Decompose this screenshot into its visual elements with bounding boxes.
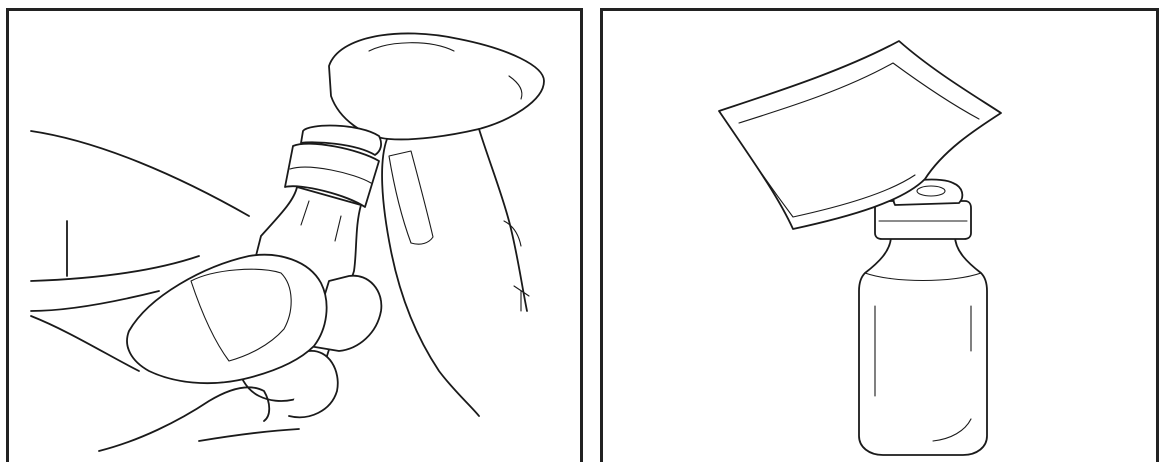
palm-outline-bottom	[199, 429, 299, 441]
wrist-line	[31, 316, 139, 371]
vial-collar	[875, 201, 971, 239]
hand-outline-bottom	[31, 291, 159, 311]
illustration-hand-removing-cap	[9, 11, 580, 465]
index-finger-outline-right	[479, 129, 527, 311]
arm-outline-lower	[31, 256, 199, 281]
panel-remove-vial-cap	[6, 8, 583, 462]
palm-outline-lower	[99, 387, 269, 451]
index-finger-outline	[382, 139, 479, 416]
fingernail-outline	[389, 151, 433, 244]
arm-outline-upper	[31, 131, 249, 216]
thumb-outline	[329, 33, 544, 139]
panel-wipe-stopper	[600, 8, 1159, 462]
vial-body	[859, 236, 987, 455]
illustration-swab-on-vial	[603, 11, 1156, 465]
